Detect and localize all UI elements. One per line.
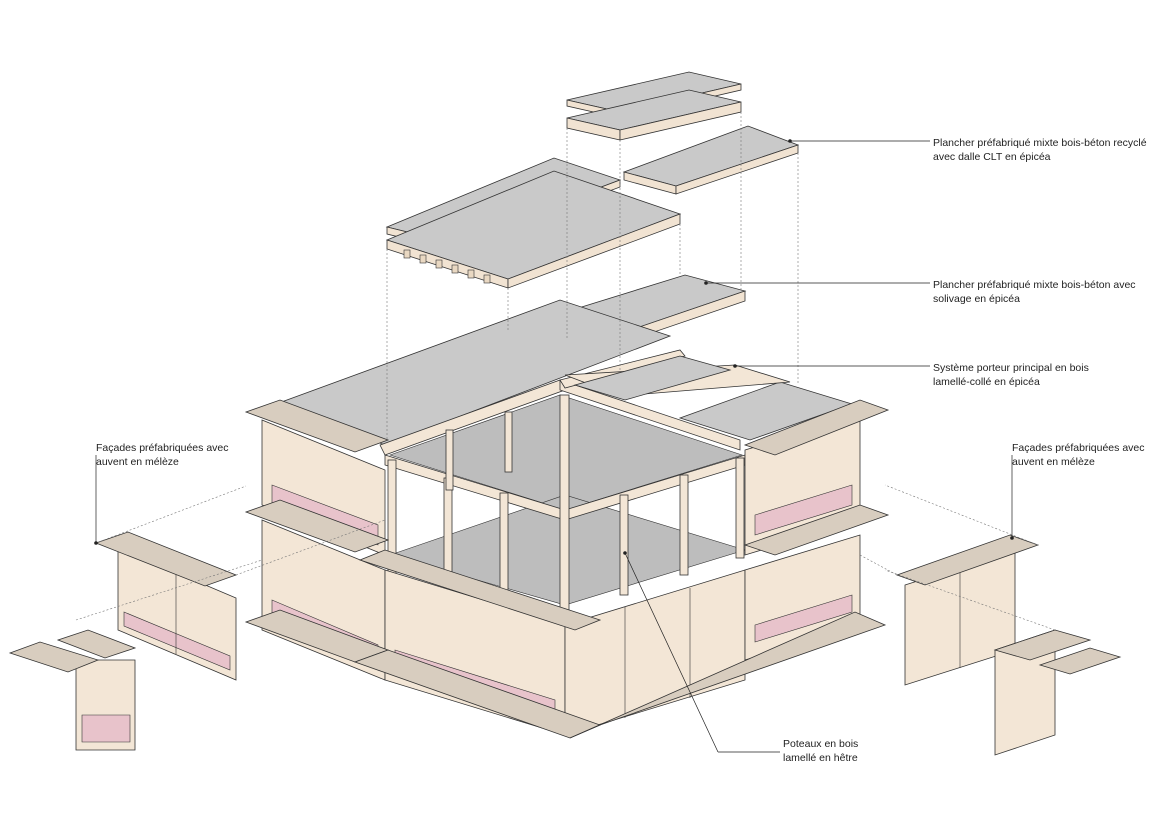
label-facades-left-line1: Façades préfabriquées avec <box>96 442 229 454</box>
clt-floor-slab-right <box>622 125 800 195</box>
label-plancher-clt-line2: avec dalle CLT en épicéa <box>933 151 1051 163</box>
leader-lines <box>94 139 1014 753</box>
label-facades-left: Façades préfabriquées avec auvent en mél… <box>96 441 229 469</box>
label-plancher-clt-line1: Plancher préfabriqué mixte bois-béton re… <box>933 137 1147 149</box>
label-plancher-solivage: Plancher préfabriqué mixte bois-béton av… <box>933 278 1136 306</box>
label-plancher-clt: Plancher préfabriqué mixte bois-béton re… <box>933 136 1147 164</box>
label-poteaux: Poteaux en bois lamellé en hêtre <box>783 737 858 765</box>
label-poteaux-line1: Poteaux en bois <box>783 738 859 750</box>
main-building <box>244 299 890 739</box>
label-porteur-line2: lamellé-collé en épicéa <box>933 376 1040 388</box>
joist-floor-slab-left <box>385 157 682 289</box>
clt-floor-slab-upper <box>566 71 742 141</box>
label-plancher-solivage-line2: solivage en épicéa <box>933 293 1020 305</box>
left-facade-module <box>94 531 238 681</box>
label-plancher-solivage-line1: Plancher préfabriqué mixte bois-béton av… <box>933 279 1136 291</box>
left-facade-small <box>8 629 137 751</box>
right-facade-small <box>993 629 1122 756</box>
label-porteur-line1: Système porteur principal en bois <box>933 362 1089 374</box>
right-facade-module <box>895 534 1040 686</box>
label-facades-right: Façades préfabriquées avec auvent en mél… <box>1012 441 1145 469</box>
label-porteur: Système porteur principal en bois lamell… <box>933 361 1089 389</box>
label-facades-right-line2: auvent en mélèze <box>1012 456 1095 468</box>
label-facades-right-line1: Façades préfabriquées avec <box>1012 442 1145 454</box>
label-facades-left-line2: auvent en mélèze <box>96 456 179 468</box>
explosion-guide-lines <box>75 112 1056 631</box>
label-poteaux-line2: lamellé en hêtre <box>783 752 858 764</box>
